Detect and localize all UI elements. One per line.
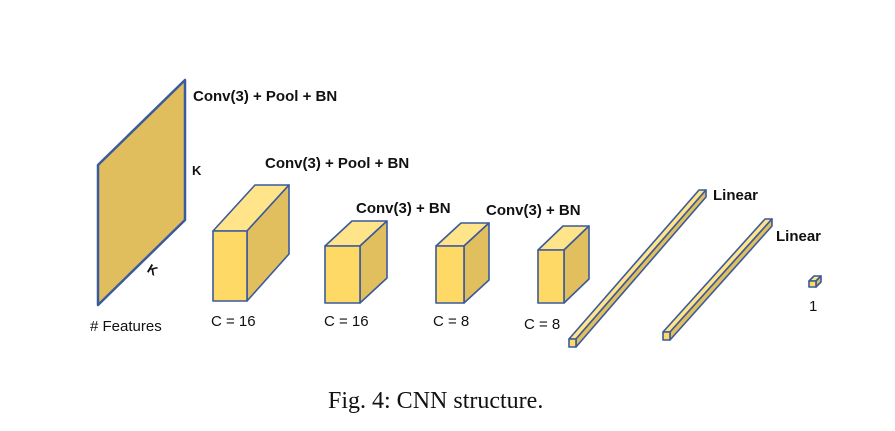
linear-2-label: Linear — [776, 228, 821, 245]
input-k-diagonal-label: K — [145, 261, 161, 279]
block-1-front — [212, 230, 248, 302]
block-4-front — [537, 249, 565, 304]
linear-2-front — [662, 331, 671, 341]
block-3-op-label: Conv(3) + BN — [486, 202, 581, 219]
conv-block-2 — [324, 220, 388, 304]
input-features-label: # Features — [90, 318, 162, 335]
block-4-channels-label: C = 8 — [524, 316, 560, 333]
block-3-channels-label: C = 8 — [433, 313, 469, 330]
block-2-front — [324, 245, 361, 304]
conv-block-3 — [435, 222, 490, 304]
block-3-front — [435, 245, 465, 304]
linear-2-side — [669, 218, 773, 341]
linear-1-label: Linear — [713, 187, 758, 204]
linear-layer-2 — [662, 218, 773, 341]
output-label: 1 — [809, 298, 817, 315]
input-plane-shape — [96, 78, 187, 307]
block-1-op-label: Conv(3) + Pool + BN — [265, 155, 409, 172]
linear-1-side — [575, 189, 707, 348]
linear-layer-1 — [568, 189, 707, 348]
output-front — [808, 280, 817, 288]
output-unit — [808, 275, 822, 288]
input-feature-plane — [96, 78, 187, 307]
block-2-channels-label: C = 16 — [324, 313, 369, 330]
conv-block-1 — [212, 184, 290, 302]
input-k-vertical-label: K — [192, 163, 202, 178]
figure-caption: Fig. 4: CNN structure. — [328, 388, 543, 414]
input-op-label: Conv(3) + Pool + BN — [193, 88, 337, 105]
block-2-op-label: Conv(3) + BN — [356, 200, 451, 217]
conv-block-4 — [537, 225, 590, 304]
block-1-channels-label: C = 16 — [211, 313, 256, 330]
linear-1-front — [568, 338, 577, 348]
